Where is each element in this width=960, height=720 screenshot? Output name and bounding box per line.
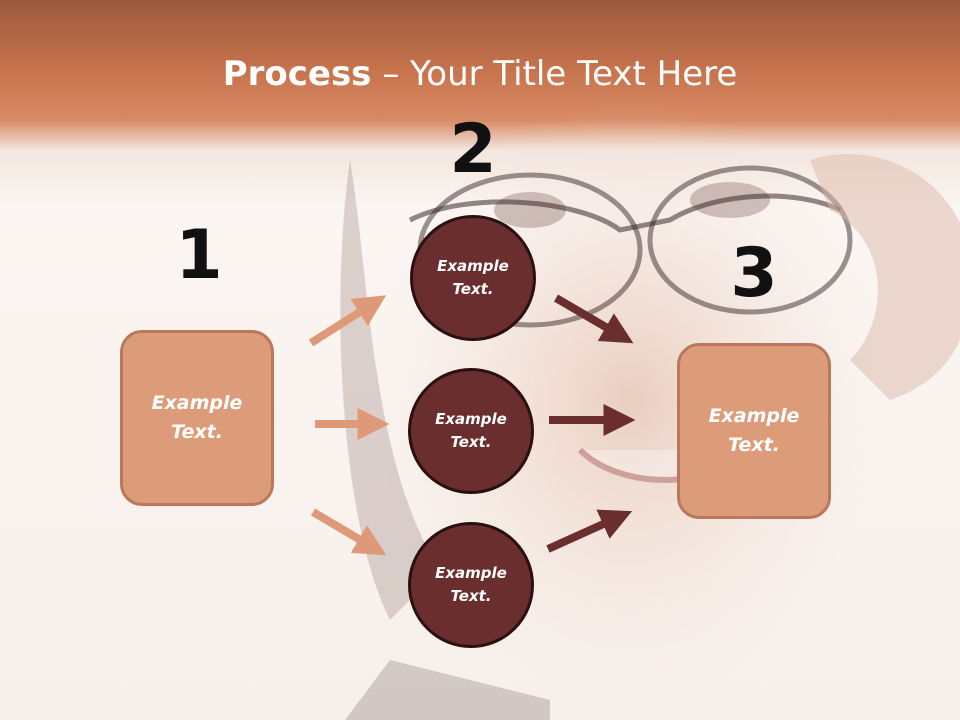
circle-top-line2: Text. xyxy=(452,280,494,298)
title-rest: – Your Title Text Here xyxy=(371,54,738,94)
step-number-2: 2 xyxy=(449,110,497,189)
arrow-top-to-right xyxy=(553,294,634,344)
circle-middle: Example Text. xyxy=(408,368,534,494)
right-box-line1: Example xyxy=(708,405,800,427)
circle-middle-line1: Example xyxy=(435,410,507,428)
circle-top: Example Text. xyxy=(410,215,536,341)
arrow-left-to-bottom xyxy=(310,508,387,556)
right-box-line2: Text. xyxy=(728,434,780,456)
arrow-left-to-top xyxy=(308,295,387,347)
left-box: Example Text. xyxy=(120,330,274,506)
circle-top-line1: Example xyxy=(437,257,509,275)
step-number-1: 1 xyxy=(175,216,223,295)
step-number-3: 3 xyxy=(730,234,778,313)
circle-bottom-line2: Text. xyxy=(450,587,492,605)
circle-bottom: Example Text. xyxy=(408,522,534,648)
circle-bottom-line1: Example xyxy=(435,564,507,582)
arrow-bottom-to-right xyxy=(546,509,633,553)
left-box-line1: Example xyxy=(151,392,243,414)
right-box: Example Text. xyxy=(677,343,831,519)
left-box-line2: Text. xyxy=(171,421,223,443)
slide-title: Process – Your Title Text Here xyxy=(0,52,960,96)
circle-middle-line2: Text. xyxy=(450,433,492,451)
title-bold: Process xyxy=(222,54,372,94)
